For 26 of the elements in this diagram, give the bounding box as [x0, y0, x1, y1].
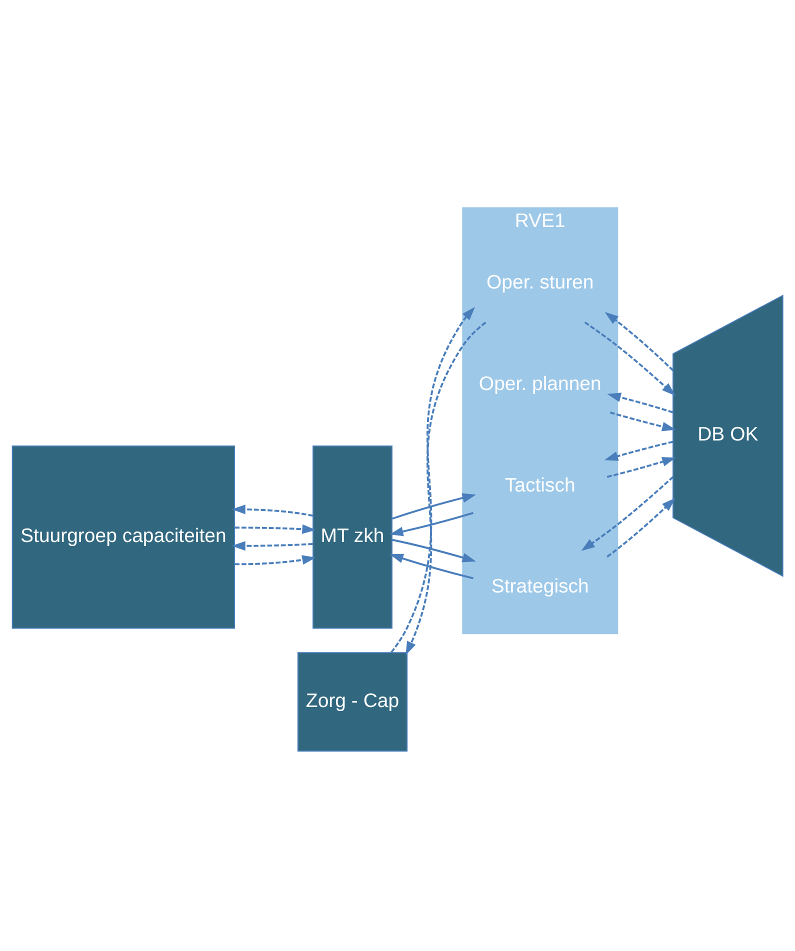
arrow: [584, 321, 676, 396]
node-box: MT zkh: [312, 446, 392, 629]
arrow: [390, 512, 474, 536]
arrow: [581, 476, 674, 551]
arrow: [392, 493, 476, 520]
arrow: [610, 411, 676, 432]
arrow: [234, 555, 316, 566]
node-text: Strategisch: [491, 576, 589, 598]
arrow: [607, 392, 674, 414]
node-text: Tactisch: [504, 474, 576, 496]
arrow: [604, 440, 674, 461]
node-text: Oper. plannen: [478, 372, 602, 395]
arrow: [392, 538, 476, 562]
arrow: [390, 554, 474, 580]
arrow: [232, 541, 314, 551]
arrow: [390, 306, 476, 653]
arrow: [406, 322, 486, 656]
arrow: [604, 312, 674, 372]
node-box: DB OK: [672, 294, 784, 577]
arrow: [232, 504, 314, 517]
arrow: [234, 524, 316, 534]
node-box: Zorg - Cap: [297, 652, 408, 752]
node-text: Oper. sturen: [486, 272, 594, 294]
arrow: [606, 457, 676, 478]
node-box: Stuurgroep capaciteiten: [12, 446, 236, 629]
arrow: [606, 498, 676, 558]
